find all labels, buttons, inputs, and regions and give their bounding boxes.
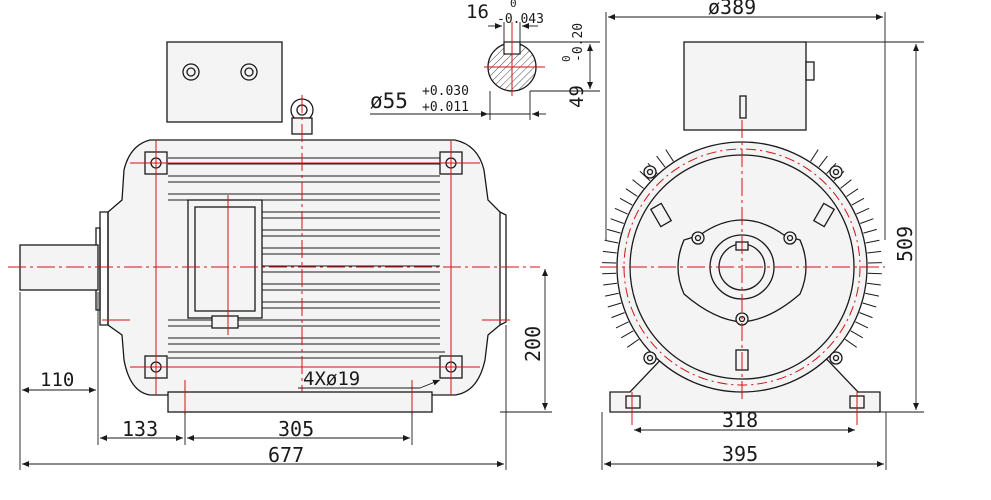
dim-key-depth-tol-upper: 0 (560, 55, 573, 62)
side-view: 110 133 305 677 4Xø19 200 (8, 41, 552, 470)
fin (850, 330, 864, 339)
dim-shaft-extension: 110 (40, 369, 74, 391)
fin (604, 239, 619, 244)
fin (846, 188, 859, 197)
fin (855, 321, 869, 329)
dim-foot-width: 318 (722, 408, 758, 432)
fin (611, 312, 625, 319)
dim-shaft-dia-tol-lower: +0.011 (422, 100, 469, 115)
fin (610, 218, 624, 224)
fin (602, 272, 617, 275)
shaft-section: 16 0 -0.043 49 0 -0.20 ø55 +0.030 +0.011 (370, 0, 600, 120)
fin (856, 207, 870, 215)
fin (866, 282, 881, 286)
fin (607, 228, 621, 234)
dim-total-length: 677 (268, 443, 304, 467)
nameplate (187, 199, 263, 319)
dim-key-depth: 49 (566, 85, 588, 108)
dim-foot-to-shaft: 133 (122, 417, 158, 441)
fin (614, 207, 628, 215)
fin (602, 250, 617, 254)
dim-key-depth-tol-lower: -0.20 (571, 23, 586, 62)
fin (632, 179, 644, 189)
cooling-fins (168, 157, 445, 359)
fin (615, 321, 629, 329)
dim-shaft-dia: ø55 (370, 89, 408, 113)
dim-base-width: 395 (722, 442, 758, 466)
end-cooling-fins (602, 149, 882, 348)
fin (665, 149, 674, 162)
fin (604, 292, 619, 297)
dim-foot-spacing: 305 (278, 417, 314, 441)
fin (851, 197, 865, 206)
fin (603, 282, 618, 286)
dim-shaft-dia-tol-upper: +0.030 (422, 84, 469, 99)
fin (818, 155, 828, 168)
dim-key-width-tol-lower: -0.043 (497, 12, 544, 27)
fin (862, 302, 877, 308)
fin (607, 302, 622, 308)
fin (625, 188, 638, 197)
fin (844, 338, 857, 348)
fin (867, 272, 882, 275)
fin (860, 218, 874, 224)
dim-center-height: 200 (521, 326, 545, 362)
fin (656, 155, 666, 168)
fin (627, 338, 640, 348)
fin (859, 312, 873, 319)
dim-flange-dia: ø389 (708, 0, 756, 19)
fin (867, 250, 882, 254)
terminal-box (166, 41, 283, 123)
fin (863, 228, 877, 234)
fin (810, 149, 819, 162)
dim-mount-holes: 4Xø19 (303, 368, 360, 390)
fin (619, 197, 633, 206)
dim-key-width-tol-upper: 0 (510, 0, 517, 10)
fin (840, 179, 852, 189)
fin (620, 330, 634, 339)
dim-total-height: 509 (893, 226, 917, 262)
motor-feet (167, 391, 433, 413)
fin (865, 239, 880, 244)
dim-key-width: 16 (466, 1, 489, 23)
fin (865, 292, 880, 297)
end-view: ø389 509 318 395 (600, 0, 924, 470)
